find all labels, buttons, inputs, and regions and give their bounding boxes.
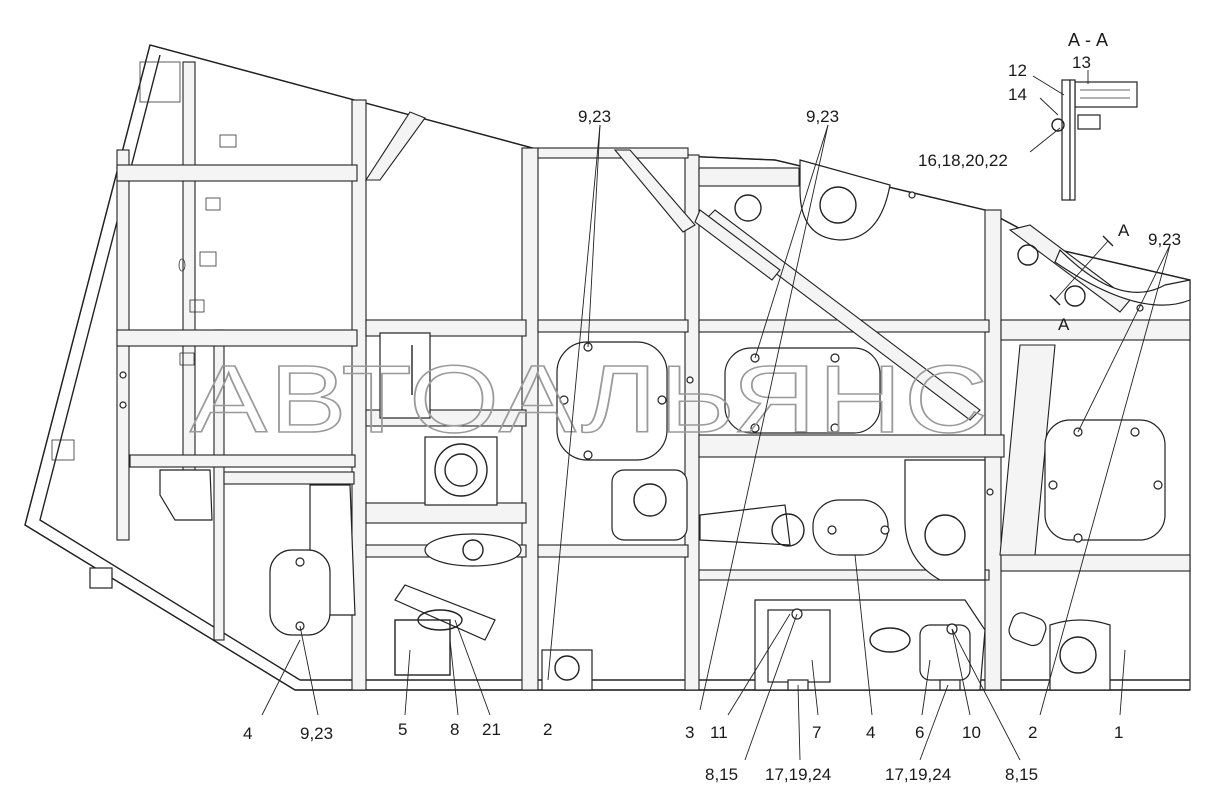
section-marker-top: А [1118, 221, 1130, 240]
callout-labels: А - А 13 12 14 16,18,20,22 А А 9,23 9,23… [243, 30, 1181, 784]
callout-2-left: 2 [543, 720, 552, 739]
section-marker-bottom: А [1058, 315, 1070, 334]
fasteners [119, 191, 1163, 635]
callout-12: 12 [1008, 61, 1027, 80]
callout-17-19-24-b: 17,19,24 [885, 765, 951, 784]
callout-5: 5 [398, 720, 407, 739]
leader-lines [261, 124, 1171, 761]
callout-3: 3 [685, 723, 694, 742]
callout-9-23-top-left: 9,23 [578, 107, 611, 126]
callout-13: 13 [1072, 53, 1091, 72]
section-cut-marker [1049, 235, 1114, 306]
callout-9-23-right: 9,23 [1148, 230, 1181, 249]
callout-9-23-top-mid: 9,23 [806, 107, 839, 126]
watermark: АВТОАЛЬЯНС [190, 346, 990, 453]
callout-14: 14 [1008, 85, 1027, 104]
callout-7: 7 [812, 723, 821, 742]
callout-2-right: 2 [1028, 723, 1037, 742]
left-side-details [51, 61, 356, 636]
section-title: А - А [1068, 30, 1108, 50]
callout-17-19-24-a: 17,19,24 [765, 765, 831, 784]
callout-1: 1 [1114, 723, 1123, 742]
cross-members [116, 147, 1191, 581]
callout-10: 10 [962, 723, 981, 742]
callout-11: 11 [710, 723, 728, 742]
callout-8-15-a: 8,15 [705, 765, 738, 784]
callout-8-15-b: 8,15 [1005, 765, 1038, 784]
callout-9-23-bottom: 9,23 [300, 724, 333, 743]
callout-6: 6 [915, 723, 924, 742]
section-detail [1029, 70, 1138, 201]
callout-8: 8 [450, 720, 459, 739]
callout-21: 21 [482, 720, 501, 739]
callout-4-left: 4 [243, 724, 252, 743]
callout-16-18-20-22: 16,18,20,22 [918, 151, 1008, 170]
callout-4-mid: 4 [866, 723, 875, 742]
